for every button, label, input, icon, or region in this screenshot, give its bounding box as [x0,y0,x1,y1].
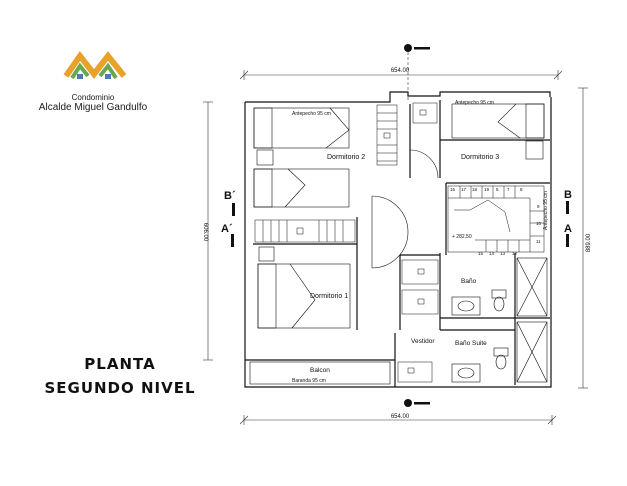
room-label-bano-suite: Baño Suite [455,340,487,347]
dimension-lines [203,70,588,425]
closet-top-middle [412,102,438,124]
svg-text:8: 8 [520,187,523,192]
staircase [447,185,545,253]
bed-dormitorio-2-bottom [253,168,350,208]
walls [244,91,552,388]
bed-dormitorio-3 [451,103,545,139]
nightstand [525,140,544,160]
section-c-bottom-icon [404,399,430,407]
section-a-left-bar-icon [231,234,234,247]
section-a-right-bar-icon [566,234,569,247]
section-b-right-bar-icon [566,201,569,214]
logo-mark-icon [63,50,127,80]
room-label-balcon: Balcon [310,367,330,374]
svg-text:16: 16 [450,187,456,192]
section-mark-a-left: A´ [221,223,233,235]
dimension-left-label: 606.00 [202,223,208,242]
stair-numbers: 16 17 18 19 5 7 8 9 10 11 15 14 13 12 [450,187,542,256]
closet-bottom [397,361,433,383]
dimension-right-label: 889.00 [586,233,592,252]
bed-dormitorio-2-top [253,107,350,149]
section-mark-b-left: B´ [224,190,236,202]
antepecho-left-label: Antepecho 95 cm [292,111,331,117]
dimension-bottom-label: 654.00 [391,414,410,420]
svg-text:18: 18 [472,187,478,192]
bathroom-fixtures [451,257,548,383]
door-swings [371,149,439,269]
plan-caption-line1: PLANTA [84,355,156,373]
svg-text:12: 12 [512,251,518,256]
svg-text:15: 15 [478,251,484,256]
section-b-left-bar-icon [232,203,235,216]
closet-left-middle [254,219,356,243]
baranda-label: Baranda 95 cm [292,378,326,384]
room-label-dormitorio-1: Dormitorio 1 [310,293,348,300]
section-mark-a-right: A [564,223,572,235]
condominio-logo: Condominio Alcalde Miguel Gandulfo [28,50,158,113]
nightstand [258,246,275,262]
svg-text:10: 10 [536,221,542,226]
bed-dormitorio-1 [257,263,351,329]
svg-text:7: 7 [507,187,510,192]
level-mark: + 282,50 [452,234,472,240]
closet-vestidor [401,259,439,315]
section-mark-b-right: B [564,189,572,201]
svg-text:17: 17 [461,187,467,192]
svg-text:9: 9 [537,204,540,209]
svg-text:11: 11 [536,239,541,244]
room-label-dormitorio-3: Dormitorio 3 [461,154,499,161]
antepecho-stair-label: Antepecho 95 cm [543,191,549,230]
balcony-railing [249,361,391,385]
plan-caption-line2: SEGUNDO NIVEL [44,379,196,397]
nightstand [256,149,274,166]
svg-text:19: 19 [484,187,490,192]
antepecho-right-label: Antepecho 95 cm [455,100,494,106]
svg-text:14: 14 [489,251,495,256]
dimension-top-label: 654.00 [391,68,410,74]
room-label-vestidor: Vestidor [411,338,435,345]
room-label-bano: Baño [461,278,477,285]
logo-line1: Condominio [71,93,115,102]
svg-text:5: 5 [496,187,499,192]
logo-line2: Alcalde Miguel Gandulfo [38,102,148,113]
closet-top-left [376,104,398,166]
room-label-dormitorio-2: Dormitorio 2 [327,154,365,161]
svg-text:13: 13 [500,251,506,256]
